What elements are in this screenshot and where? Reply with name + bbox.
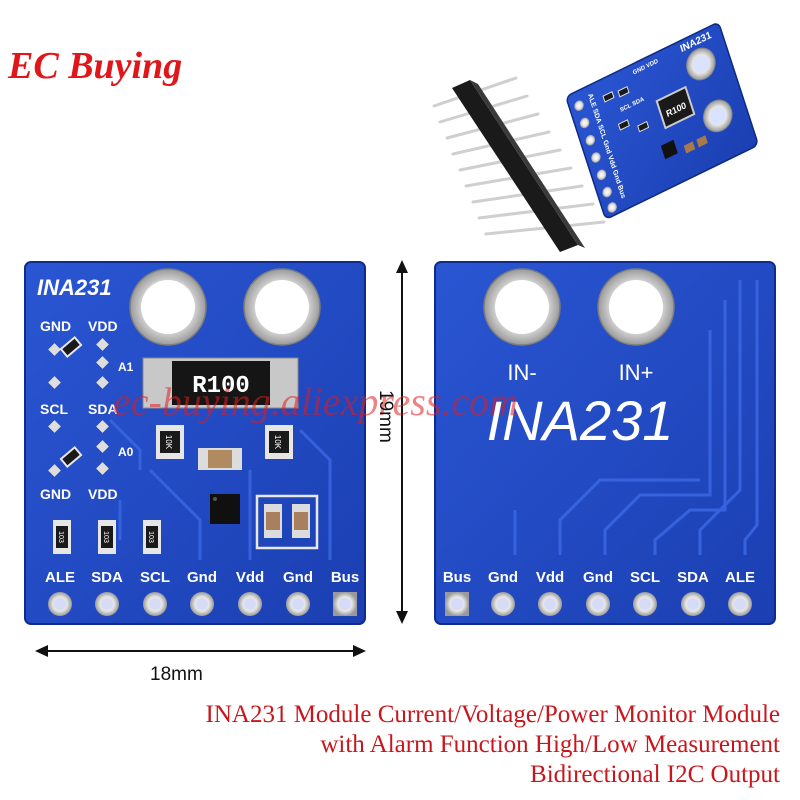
back-header-label: SCL (630, 569, 660, 586)
front-capacitor (198, 448, 242, 470)
top-module-pin-labels: ALE SDA SCL Gnd Vdd Gnd Bus (586, 92, 626, 200)
dimension-width-label: 18mm (150, 664, 203, 685)
back-header-label: Gnd (583, 569, 613, 586)
back-label-in-plus: IN+ (619, 360, 654, 385)
front-header-label: ALE (45, 569, 75, 586)
front-board: INA231 GND VDD SCL SDA GND VDD A1 A0 (24, 261, 366, 625)
front-small-resistor-marking: 10K (164, 435, 173, 450)
front-board-traces (108, 418, 332, 560)
back-header-label: Gnd (488, 569, 518, 586)
front-row-resistors: 103 103 103 (53, 520, 161, 554)
front-jumper-resistors (59, 335, 83, 469)
caption-line-3: Bidirectional I2C Output (530, 761, 780, 788)
front-label-scl: SCL (40, 401, 68, 417)
top-module-ic (660, 139, 678, 160)
back-header-label: Bus (443, 569, 471, 586)
front-small-resistor-right: 10K (265, 425, 293, 459)
top-module: R100 INA231 ALE SDA SCL Gnd Vdd Gnd Bus … (566, 23, 758, 219)
back-board: IN- IN+ INA231 Bus Gnd Vdd Gnd SCL SDA A… (434, 261, 776, 625)
back-terminal-left (483, 268, 561, 346)
top-module-hole (693, 55, 709, 73)
front-small-resistor-left: 10K (156, 425, 184, 459)
back-header-pads (445, 592, 752, 616)
front-resistor-code: 103 (102, 531, 109, 543)
top-module-hole (710, 107, 726, 125)
front-header-label: Gnd (187, 569, 217, 586)
header-plastic (452, 80, 578, 252)
front-resistor-code: 103 (147, 531, 154, 543)
top-module-cap (683, 141, 696, 154)
caption-line-1: INA231 Module Current/Voltage/Power Moni… (205, 701, 780, 728)
front-header-label: SCL (140, 569, 170, 586)
back-board-traces (513, 280, 759, 555)
top-module-mini-labels: SCL SDA (619, 96, 645, 114)
top-module-mini-labels: GND VDD (632, 58, 659, 76)
back-terminal-right (597, 268, 675, 346)
brand-logo: EC Buying (8, 45, 183, 87)
dimension-arrow-horizontal (35, 645, 366, 657)
caption-line-2: with Alarm Function High/Low Measurement (320, 731, 780, 758)
front-resistor-code: 103 (57, 531, 64, 543)
front-jumper-pads (48, 338, 109, 477)
header-plastic-shade (470, 80, 585, 248)
top-module-shunt (655, 85, 696, 130)
front-label-vdd-bottom: VDD (88, 486, 118, 502)
product-caption: INA231 Module Current/Voltage/Power Moni… (206, 700, 780, 790)
front-header-pads (48, 592, 357, 616)
front-label-a0: A0 (118, 445, 134, 459)
back-header-labels: Bus Gnd Vdd Gnd SCL SDA ALE (443, 569, 755, 586)
front-header-label: Bus (331, 569, 359, 586)
top-module-smd (602, 85, 650, 133)
back-header-label: SDA (677, 569, 709, 586)
dimension-height-label: 19mm (375, 390, 396, 443)
pin-header (432, 76, 606, 252)
front-label-a1: A1 (118, 360, 134, 374)
front-shunt-resistor: R100 (142, 357, 299, 409)
top-module-cap (696, 135, 708, 148)
front-terminal-right (243, 268, 321, 346)
front-header-label: Gnd (283, 569, 313, 586)
front-ic-chip (210, 494, 240, 524)
top-module-pads (574, 100, 617, 213)
back-header-label: Vdd (536, 569, 564, 586)
front-label-gnd-top: GND (40, 318, 71, 334)
front-header-label: Vdd (236, 569, 264, 586)
front-header-label: SDA (91, 569, 123, 586)
front-header-labels: ALE SDA SCL Gnd Vdd Gnd Bus (45, 569, 359, 586)
front-board-title: INA231 (37, 275, 112, 300)
front-label-sda: SDA (88, 401, 118, 417)
front-small-resistor-marking: 10K (273, 435, 282, 450)
front-shunt-marking: R100 (192, 373, 250, 400)
front-terminal-left (129, 268, 207, 346)
back-header-label: ALE (725, 569, 755, 586)
front-label-vdd-top: VDD (88, 318, 118, 334)
front-label-gnd-bottom: GND (40, 486, 71, 502)
back-board-pcb (434, 261, 776, 625)
watermark-text: ec-buying.aliexpress.com (113, 379, 519, 424)
front-capacitor-pair (255, 494, 319, 550)
back-label-in-minus: IN- (507, 360, 536, 385)
back-board-title: INA231 (487, 389, 674, 452)
dimension-arrow-vertical (396, 260, 408, 624)
